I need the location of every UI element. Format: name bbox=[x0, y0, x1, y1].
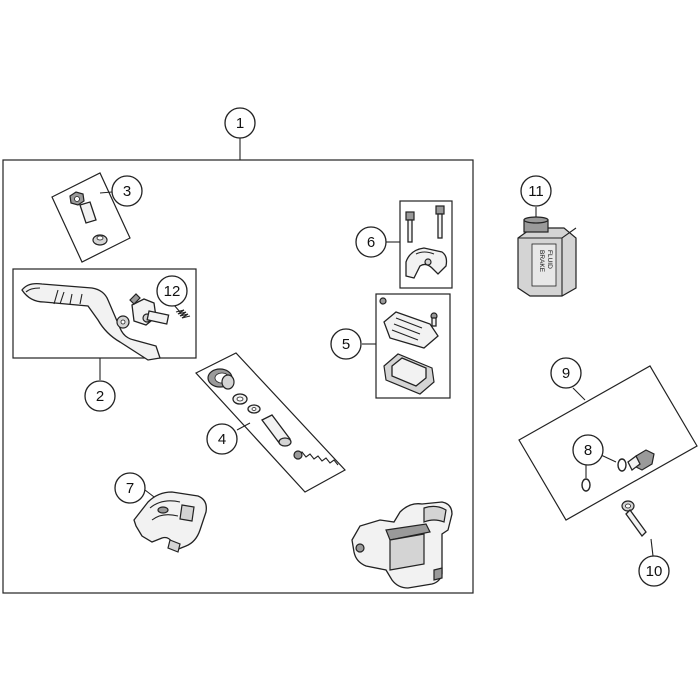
callout-9: 9 bbox=[550, 357, 582, 389]
part-11-fluid-bottle: BRAKE FLUID bbox=[517, 207, 577, 297]
callout-4-label: 4 bbox=[218, 431, 226, 448]
callout-5-label: 5 bbox=[342, 336, 350, 353]
callout-12-label: 12 bbox=[164, 283, 181, 300]
callout-7-label: 7 bbox=[126, 480, 134, 497]
callout-11-label: 11 bbox=[528, 183, 544, 200]
callout-11: 11 bbox=[520, 175, 552, 207]
callout-1: 1 bbox=[224, 107, 256, 139]
callout-3: 3 bbox=[111, 175, 143, 207]
callout-4: 4 bbox=[206, 423, 238, 455]
assembly-frame-main bbox=[2, 159, 474, 594]
callout-10: 10 bbox=[638, 555, 670, 587]
callout-8-label: 8 bbox=[584, 442, 592, 459]
subkit-6-clamp bbox=[386, 200, 453, 289]
subkit-4-piston-kit bbox=[195, 352, 346, 493]
callout-3-label: 3 bbox=[123, 183, 131, 200]
callout-2: 2 bbox=[84, 380, 116, 412]
callout-6-label: 6 bbox=[367, 234, 375, 251]
subkit-5-cap bbox=[362, 293, 451, 399]
callout-5: 5 bbox=[330, 328, 362, 360]
subkit-2-lever bbox=[12, 268, 197, 380]
bottle-label-line1: BRAKE bbox=[538, 250, 545, 273]
part-7-switch-housing bbox=[133, 489, 207, 553]
callout-2-label: 2 bbox=[96, 388, 104, 405]
callout-8: 8 bbox=[572, 434, 604, 466]
callout-7: 7 bbox=[114, 472, 146, 504]
callout-6: 6 bbox=[355, 226, 387, 258]
callout-12: 12 bbox=[156, 275, 188, 307]
leader-8b bbox=[600, 454, 617, 463]
subkit-9-frame bbox=[518, 365, 698, 557]
callout-10-label: 10 bbox=[646, 563, 663, 580]
subkit-3-frame bbox=[51, 172, 131, 263]
bottle-label-line2: FLUID bbox=[546, 250, 553, 269]
part-master-cylinder-body bbox=[351, 501, 453, 589]
callout-9-label: 9 bbox=[562, 365, 570, 382]
callout-1-label: 1 bbox=[236, 115, 244, 132]
